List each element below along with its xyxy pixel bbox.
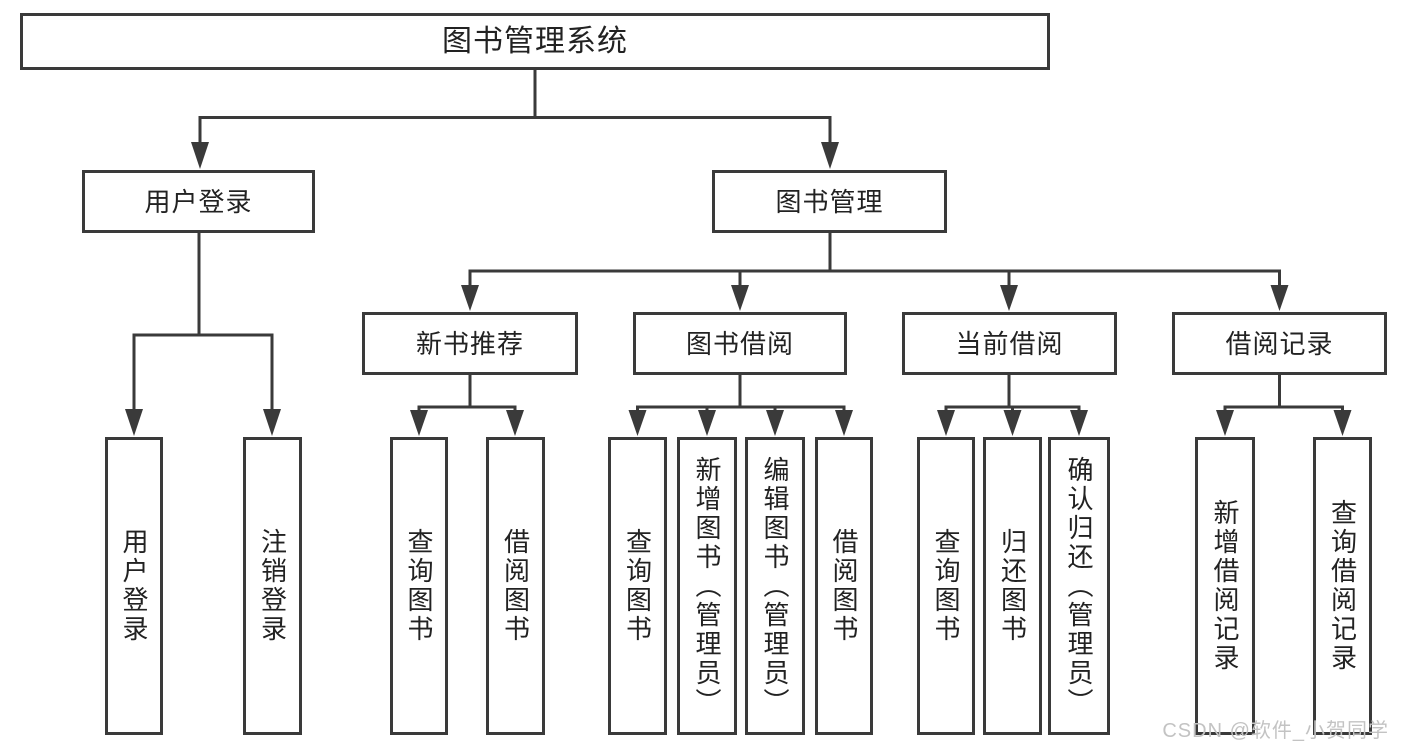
node-user-login: 用户登录 [82,170,315,233]
arrow-down-icon [125,409,143,436]
leaf-query-books-recommend: 查询图书 [390,437,448,735]
node-label: 查询图书 [931,528,961,644]
arrow-down-icon [461,285,479,311]
node-label: 编辑图书（管理员） [760,455,790,717]
arrow-down-icon [506,410,524,436]
connector-book-borrow-group [628,375,853,436]
leaf-query-books-current: 查询图书 [917,437,975,735]
arrow-down-icon [698,410,716,436]
connector-book-management-group [461,233,1289,311]
leaf-edit-book-admin: 编辑图书（管理员） [745,437,805,735]
node-new-book-recommend: 新书推荐 [362,312,578,375]
arrow-down-icon [628,410,647,436]
arrow-down-icon [1000,285,1018,311]
arrow-down-icon [1333,410,1352,436]
node-label: 新增图书（管理员） [692,455,722,717]
leaf-borrow-books-recommend: 借阅图书 [486,437,545,735]
arrow-down-icon [937,410,955,436]
node-label: 新增借阅记录 [1210,499,1240,673]
node-label: 注销登录 [257,528,288,644]
node-label: 用户登录 [144,186,253,217]
leaf-logout: 注销登录 [243,437,302,735]
node-book-management: 图书管理 [712,170,947,233]
arrow-down-icon [766,410,784,436]
leaf-add-book-admin: 新增图书（管理员） [677,437,737,735]
node-label: 查询借阅记录 [1327,499,1358,673]
leaf-return-books: 归还图书 [983,437,1042,735]
arrow-down-icon [731,285,749,311]
node-label: 借阅图书 [829,528,859,644]
node-label: 用户登录 [119,528,149,644]
node-label: 确认归还（管理员） [1064,455,1094,717]
leaf-query-books-borrow: 查询图书 [608,437,667,735]
node-label: 图书管理系统 [442,24,628,58]
connector-root-to-level2 [191,70,839,169]
leaf-user-login: 用户登录 [105,437,163,735]
node-book-borrow: 图书借阅 [633,312,847,375]
connector-current-borrow-group [937,375,1088,436]
arrow-down-icon [1070,410,1088,436]
watermark: CSDN @软件_小贺同学 [1162,720,1389,742]
arrow-down-icon [821,142,839,169]
arrow-down-icon [410,410,428,436]
node-label: 归还图书 [997,528,1028,644]
leaf-add-borrow-record: 新增借阅记录 [1195,437,1255,735]
node-label: 图书管理 [775,186,884,217]
node-label: 图书借阅 [685,328,794,359]
leaf-query-borrow-record: 查询借阅记录 [1313,437,1372,735]
connector-borrow-records-group [1216,375,1352,436]
arrow-down-icon [1003,410,1022,436]
node-root: 图书管理系统 [20,13,1050,70]
connector-user-login-group [125,233,281,436]
leaf-borrow-books: 借阅图书 [815,437,873,735]
node-label: 查询图书 [404,528,434,644]
node-label: 借阅图书 [500,528,531,644]
arrow-down-icon [1270,285,1289,311]
arrow-down-icon [191,142,209,169]
arrow-down-icon [835,410,853,436]
node-label: 新书推荐 [415,328,524,359]
node-label: 查询图书 [622,528,653,644]
node-label: 当前借阅 [955,328,1064,359]
arrow-down-icon [263,409,281,436]
node-borrow-records: 借阅记录 [1172,312,1387,375]
connector-new-book-group [410,375,524,436]
leaf-confirm-return-admin: 确认归还（管理员） [1048,437,1110,735]
arrow-down-icon [1216,410,1234,436]
node-label: 借阅记录 [1225,328,1334,359]
node-current-borrow: 当前借阅 [902,312,1117,375]
